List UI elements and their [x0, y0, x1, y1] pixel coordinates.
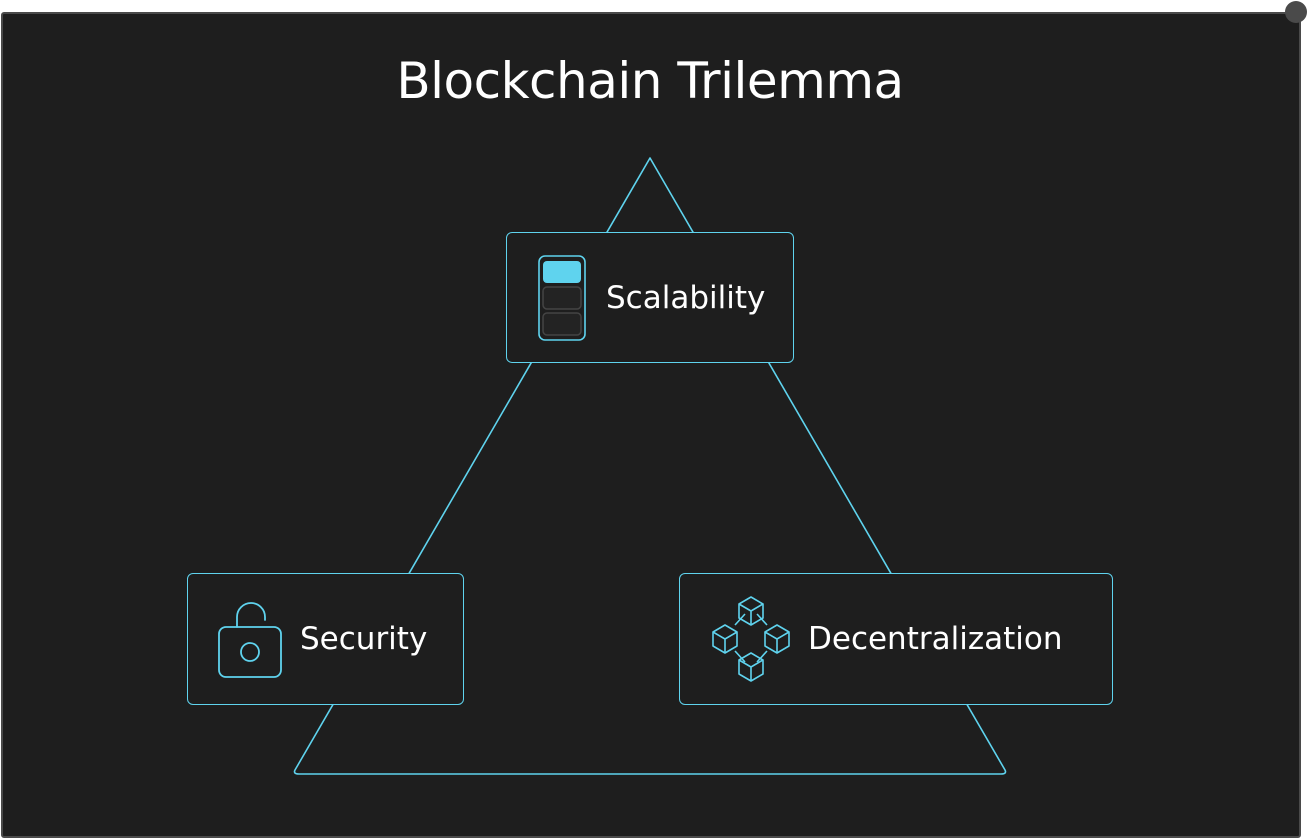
node-decentralization[interactable]: Decentralization — [679, 573, 1113, 705]
node-label-decentralization: Decentralization — [808, 621, 1063, 657]
node-label-scalability: Scalability — [606, 279, 766, 316]
node-scalability[interactable]: Scalability — [506, 232, 794, 363]
node-label-security: Security — [300, 621, 428, 657]
diagram-title: Blockchain Trilemma — [396, 52, 904, 110]
cube-network-icon — [712, 596, 790, 682]
node-security[interactable]: Security — [187, 573, 464, 705]
resize-handle[interactable] — [1285, 1, 1307, 23]
unlocked-padlock-icon — [218, 602, 282, 678]
stack-layers-icon — [538, 254, 586, 341]
